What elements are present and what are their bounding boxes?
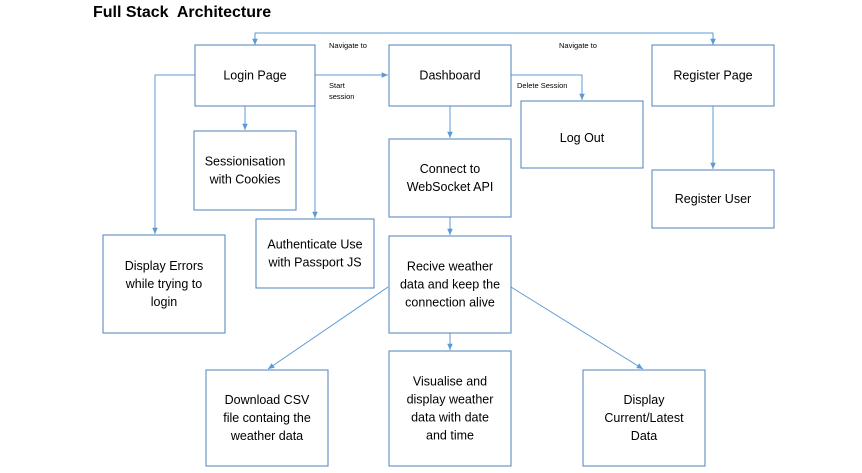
connector-dashboard-to-logout [511, 74, 585, 100]
node-label-line: WebSocket API [407, 180, 494, 194]
node-label-line: Log Out [560, 131, 605, 145]
node-label-line: with Passport JS [267, 256, 361, 270]
node-label-line: Sessionisation [205, 155, 286, 169]
node-box-display-current [582, 369, 706, 467]
edge-label-navigate-to-left: Navigate to [329, 41, 367, 50]
connector-login-to-display-errors [152, 74, 195, 234]
node-box-visualise [388, 350, 512, 467]
node-label-display-errors: Display Errors while trying to login [125, 259, 204, 309]
node-label-line: Visualise and [413, 375, 487, 389]
node-box-receive-weather [388, 235, 512, 334]
node-label-line: Display [624, 393, 666, 407]
node-label-register: Register Page [673, 69, 752, 83]
node-label-line: weather data [230, 429, 303, 443]
diagram-title: Full Stack Architecture [93, 4, 272, 21]
node-label-line: Connect to [420, 162, 481, 176]
connector-top-navigate [252, 32, 716, 45]
node-label-sessionisation: Sessionisation with Cookies [205, 155, 286, 187]
node-label-visualise: Visualise and display weather data with da… [407, 375, 494, 443]
node-boxes [102, 44, 775, 467]
node-box-authenticate [255, 218, 375, 289]
edge-label-navigate-to-right: Navigate to [559, 41, 597, 50]
node-label-line: Dashboard [419, 69, 480, 83]
node-label-line: Register Page [673, 69, 752, 83]
node-box-download-csv [205, 369, 329, 467]
node-label-line: file containg the [223, 411, 311, 425]
node-box-register-user [651, 169, 775, 229]
node-box-sessionisation [193, 130, 297, 211]
node-label-line: display weather [407, 393, 494, 407]
node-label-line: data with date [411, 411, 489, 425]
edge-label-start-session: Start session [329, 81, 354, 101]
node-box-display-errors [102, 234, 226, 334]
node-label-line: login [151, 295, 177, 309]
node-label-download-csv: Download CSV file containg the weather dat… [223, 393, 311, 443]
node-box-dashboard [388, 44, 512, 107]
node-label-connect-ws: Connect to WebSocket API [407, 162, 494, 194]
node-label-line: Data [631, 429, 657, 443]
node-label-line: with Cookies [209, 173, 281, 187]
node-label-logout: Log Out [560, 131, 605, 145]
node-label-receive-weather: Recive weather data and keep the connectio… [400, 260, 500, 310]
connector-receive-to-download [267, 286, 389, 370]
connectors [152, 32, 716, 370]
node-label-line: data and keep the [400, 278, 500, 292]
node-label-line: while trying to [125, 277, 202, 291]
node-label-line: Download CSV [225, 393, 310, 407]
node-label-line: Register User [675, 192, 751, 206]
node-box-login [194, 44, 316, 107]
node-label-line: connection alive [405, 296, 495, 310]
node-label-line: Authenticate Use [267, 238, 362, 252]
node-label-authenticate: Authenticate Use with Passport JS [267, 238, 362, 270]
node-label-line: Current/Latest [604, 411, 684, 425]
node-box-register [651, 44, 775, 107]
node-box-connect-ws [388, 138, 512, 218]
node-label-line: Recive weather [407, 260, 493, 274]
node-label-register-user: Register User [675, 192, 751, 206]
node-box-logout [520, 100, 644, 169]
node-label-line: Login Page [223, 69, 286, 83]
node-label-line: Display Errors [125, 259, 204, 273]
node-label-login: Login Page [223, 69, 286, 83]
node-label-dashboard: Dashboard [419, 69, 480, 83]
edge-label-delete-session: Delete Session [517, 81, 567, 90]
edge-label-line: session [329, 92, 354, 101]
node-label-line: and time [426, 429, 474, 443]
connector-receive-to-display-current [510, 286, 644, 370]
edge-label-line: Start [329, 81, 346, 90]
